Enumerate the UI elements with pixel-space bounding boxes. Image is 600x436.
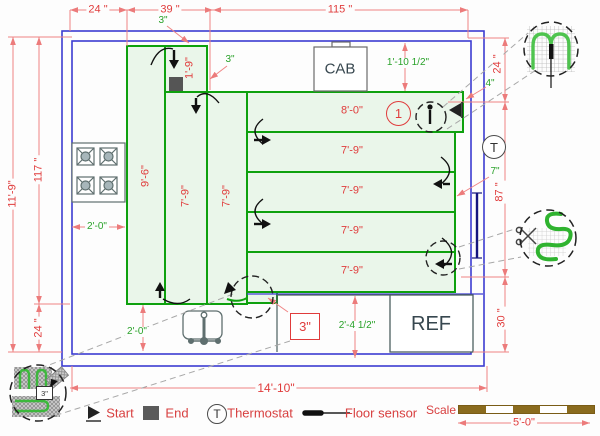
dim-left-24: 24 "	[32, 316, 45, 340]
sensor-callout-circle	[415, 101, 447, 133]
stove-icon	[71, 142, 126, 203]
circuit-number: 1	[394, 106, 403, 121]
legend-thermostat-label: Thermostat	[227, 405, 293, 421]
mat-label-7-9-1: 7'-9"	[341, 144, 363, 157]
clearance-3in-top: 3"	[158, 15, 168, 26]
mat-label-7-9-4: 7'-9"	[341, 264, 363, 277]
dim-top-39: 39 "	[158, 3, 182, 16]
clearance-4in: 4"	[485, 78, 495, 89]
legend-floor-sensor-label: Floor sensor	[344, 405, 418, 421]
sink-icon	[182, 310, 223, 346]
detail-callout-circles	[230, 101, 461, 319]
ref-label: REF	[411, 313, 451, 335]
cab-label: CAB	[324, 60, 356, 78]
wall-opening	[472, 192, 482, 259]
thermostat-badge: T	[482, 135, 506, 159]
clearance-3in-right: 3"	[225, 54, 235, 65]
end-marker-icon	[169, 77, 183, 91]
legend-thermostat-letter: T	[213, 407, 221, 421]
dim-top-115: 115 "	[325, 3, 355, 16]
dim-top-24: 24 "	[86, 3, 110, 16]
dim-bottom-14-10: 14'-10"	[255, 381, 297, 395]
cut-callout-circle	[425, 240, 461, 276]
scale-label: Scale	[425, 403, 457, 417]
detail-cable-cut	[515, 209, 577, 267]
floor-sensor-plan-icon	[427, 104, 433, 124]
legend-thermostat-icon: T	[207, 404, 227, 424]
legend-end-icon	[143, 406, 159, 420]
tail-3in-box: 3"	[290, 313, 320, 340]
detail-3in-box: 3"	[36, 386, 53, 400]
dim-left-11-9: 11'-9"	[6, 178, 19, 210]
heating-mats	[126, 45, 464, 305]
mat-label-8-0: 8'-0"	[341, 104, 363, 117]
dimension-lines	[8, 7, 590, 426]
detail-mat-cut	[9, 364, 70, 422]
clearance-2-4-half: 2'-4 1/2"	[336, 320, 378, 331]
scale-length-label: 5'-0"	[511, 416, 537, 429]
dim-left-117: 117 "	[32, 155, 45, 185]
clearance-cab: 1'-10 1/2"	[384, 57, 432, 68]
mat-label-7-9-3: 7'-9"	[341, 224, 363, 237]
detail-mat-sensor	[523, 21, 579, 88]
clearance-bottom-2-0: 2'-0"	[125, 326, 149, 337]
cabinet-icon	[313, 41, 368, 92]
mat-label-9-6: 9'-6"	[139, 165, 152, 187]
flow-arrowheads	[155, 60, 444, 294]
tail-callout-circle	[230, 275, 274, 319]
legend-start-icon	[86, 406, 101, 422]
detail-3in-label: 3"	[41, 388, 48, 398]
dim-right-87: 87 "	[493, 180, 506, 204]
dim-right-30: 30 "	[495, 306, 508, 330]
legend-end-label: End	[165, 405, 189, 421]
start-marker-icon	[449, 102, 463, 118]
flow-arrows	[150, 47, 453, 305]
thermostat-letter: T	[490, 139, 498, 155]
legend-start-label: Start	[106, 405, 134, 421]
scale-bar	[458, 405, 595, 414]
mat-label-7-9-v1: 7'-9"	[179, 185, 192, 207]
mat-label-1-9: 1'-9"	[183, 57, 196, 79]
tail-3in-label: 3"	[299, 319, 311, 334]
mat-label-7-9-2: 7'-9"	[341, 184, 363, 197]
mat-label-7-9-v2: 7'-9"	[220, 185, 233, 207]
clearance-7in: 7"	[490, 166, 500, 177]
dim-right-24: 24 "	[491, 52, 504, 76]
circuit-number-badge: 1	[386, 101, 411, 126]
clearance-stove-2-0: 2'-0"	[85, 221, 109, 232]
refrigerator-icon	[389, 294, 474, 353]
